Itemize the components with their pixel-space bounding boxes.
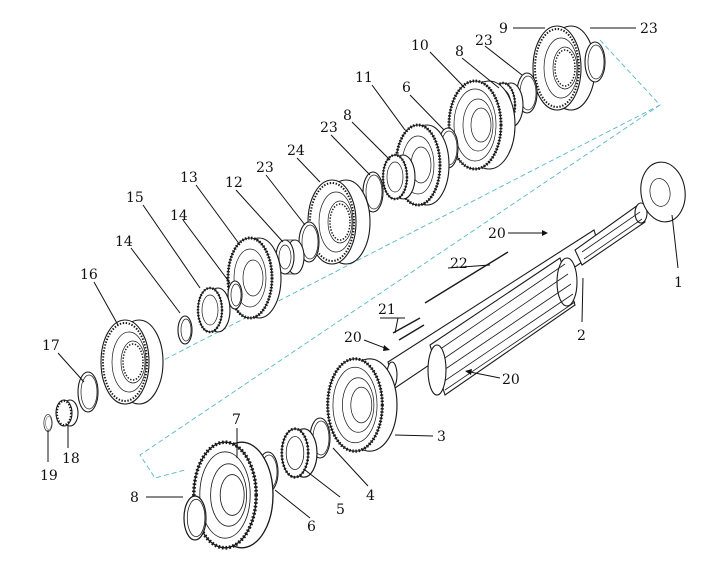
callout-7: 7 <box>232 412 241 428</box>
callout-8-middle: 8 <box>343 108 352 124</box>
ring-14-b <box>177 315 193 345</box>
leader-20-middle <box>363 339 386 349</box>
callout-14-lower: 14 <box>115 234 133 250</box>
callout-23-upper: 23 <box>475 33 493 49</box>
leader-2 <box>581 277 584 323</box>
leader-14-lower <box>130 247 181 314</box>
callout-11: 11 <box>355 70 373 86</box>
bearing-8-b <box>381 153 417 201</box>
leader-15 <box>142 204 201 289</box>
leader-3 <box>394 434 434 437</box>
leader-6-upper <box>409 94 445 131</box>
leader-12 <box>235 189 284 243</box>
main-shaft <box>386 202 648 396</box>
callout-19: 19 <box>40 468 58 484</box>
callout-12: 12 <box>225 175 243 191</box>
leader-23-lower <box>265 174 306 226</box>
synchronizer-16 <box>100 319 164 405</box>
ring-19 <box>43 414 53 432</box>
leader-8-upper <box>461 57 500 89</box>
leader-14-upper <box>182 219 231 284</box>
callout-6-lower: 6 <box>307 519 316 535</box>
callout-23-middle: 23 <box>320 120 338 136</box>
callout-18: 18 <box>62 451 80 467</box>
leader-21-tail <box>394 317 399 334</box>
leader-17 <box>57 352 85 383</box>
callout-23-far-right: 23 <box>640 21 658 37</box>
leader-5 <box>304 469 341 498</box>
leader-22 <box>447 264 491 269</box>
pin-22 <box>424 251 509 304</box>
arrow-20-bottom <box>465 369 472 375</box>
pin-21b <box>398 324 425 341</box>
callout-2: 2 <box>577 328 586 344</box>
leader-20-bottom <box>469 371 501 379</box>
arrow-20-middle <box>383 345 390 351</box>
ring-8-c <box>183 495 207 541</box>
leader-10 <box>429 51 466 89</box>
callout-21: 21 <box>378 302 396 318</box>
callout-8-upper: 8 <box>455 44 464 60</box>
callout-24: 24 <box>287 143 305 159</box>
leader-6-lower <box>274 489 311 519</box>
callout-8-lower: 8 <box>130 490 139 506</box>
leader-24 <box>296 157 321 183</box>
callout-20-top: 20 <box>488 226 506 242</box>
callout-16: 16 <box>80 267 98 283</box>
pin-21a <box>392 317 421 334</box>
callout-22: 22 <box>450 256 468 272</box>
callout-13: 13 <box>180 170 198 186</box>
assembly-axis-line <box>139 39 661 479</box>
leader-4 <box>332 447 369 487</box>
callout-9: 9 <box>499 21 508 37</box>
leader-23-middle <box>330 134 371 176</box>
callout-15: 15 <box>126 190 144 206</box>
callout-14-upper: 14 <box>170 208 188 224</box>
leader-11 <box>371 84 406 131</box>
assembly-axis-line-upper <box>114 104 661 386</box>
nut-18 <box>55 399 79 427</box>
callout-6-upper: 6 <box>402 80 411 96</box>
thrust-washer-1 <box>640 161 686 223</box>
bearing-5 <box>280 427 319 479</box>
ring-23-a <box>584 41 606 83</box>
gear-3 <box>326 357 399 453</box>
leader-13 <box>195 184 241 246</box>
gear-10 <box>447 79 517 171</box>
callout-3: 3 <box>437 429 446 445</box>
bearing-15 <box>196 286 232 334</box>
callout-17: 17 <box>42 338 60 354</box>
callout-23-lower: 23 <box>256 160 274 176</box>
callout-1: 1 <box>674 275 683 291</box>
leader-16 <box>93 281 119 326</box>
leader-8-middle <box>351 121 391 161</box>
gear-7 <box>192 440 275 550</box>
callout-5: 5 <box>336 502 345 518</box>
leader-23-upper <box>484 45 523 76</box>
leader-1 <box>671 214 679 269</box>
callout-4: 4 <box>366 488 375 504</box>
callout-20-bottom: 20 <box>502 372 520 388</box>
callout-10: 10 <box>411 38 429 54</box>
arrow-20-top <box>542 230 548 236</box>
callout-20-middle: 20 <box>344 330 362 346</box>
